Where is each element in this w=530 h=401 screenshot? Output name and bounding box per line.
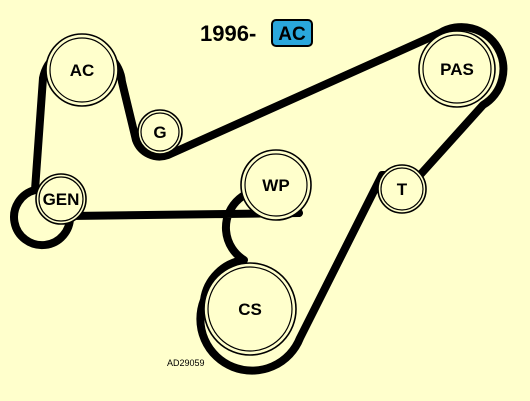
pas-pulley: PAS [418,30,496,108]
year-label: 1996- [200,21,256,46]
wp-pulley-label: WP [262,176,289,195]
wp-pulley: WP [240,149,312,221]
g-pulley: G [137,109,183,155]
gen-pulley: GEN [35,173,87,225]
cs-pulley-label: CS [238,300,262,319]
gen-pulley-label: GEN [43,190,80,209]
serpentine-belt [10,23,508,375]
pas-pulley-label: PAS [440,60,474,79]
figure-code: AD29059 [167,358,205,368]
ac-badge [271,19,313,47]
ac-badge-label: AC [278,24,306,45]
t-pulley: T [377,164,427,214]
t-pulley-label: T [397,180,408,199]
ac-pulley: AC [45,33,119,107]
ac-pulley-label: AC [70,61,95,80]
g-pulley-label: G [153,123,166,142]
cs-pulley: CS [203,262,297,356]
